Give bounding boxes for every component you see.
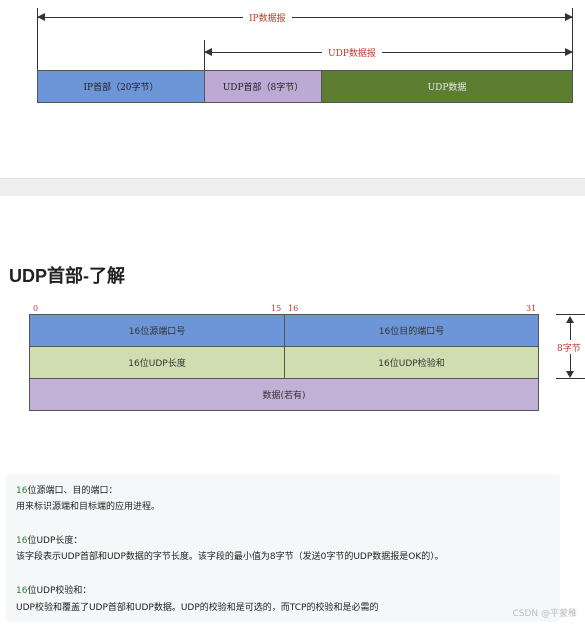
note-3-text: UDP校验和覆盖了UDP首部和UDP数据。UDP的校验和是可选的，而TCP的校验…	[16, 603, 379, 613]
csdn-watermark: CSDN @平蒙稚	[512, 609, 577, 619]
size-arrow-upper	[570, 318, 571, 340]
udp-checksum-cell: 16位UDP检验和	[284, 346, 539, 379]
data-label: 数据(若有)	[262, 391, 306, 401]
size-label: 8字节	[557, 344, 581, 354]
source-port-label: 16位源端口号	[128, 327, 186, 337]
note-2-text: 该字段表示UDP首部和UDP数据的字节长度。该字段的最小值为8字节（发送0字节的…	[16, 552, 444, 562]
udp-header-label: UDP首部（8字节）	[222, 83, 304, 93]
ip-header-segment: IP首部（20字节）	[37, 70, 205, 103]
section-divider	[0, 178, 585, 196]
ip-left-tick	[37, 8, 38, 70]
note-3-heading: 位UDP校验和：	[27, 586, 92, 596]
arrow-left-icon	[204, 48, 212, 56]
arrow-up-icon	[566, 316, 574, 323]
note-3-number: 16	[16, 586, 28, 596]
arrow-down-icon	[566, 371, 574, 378]
note-1-number: 16	[16, 486, 28, 496]
note-1-text: 用来标识源端和目标端的应用进程。	[16, 502, 161, 512]
dest-port-label: 16位目的端口号	[378, 327, 445, 337]
udp-length-label: 16位UDP长度	[128, 359, 186, 369]
note-2-heading: 位UDP长度：	[27, 536, 83, 546]
ip-datagram-label: IP数据报	[243, 11, 292, 24]
arrow-right-icon	[565, 48, 573, 56]
bit-label-0: 0	[33, 304, 39, 313]
udp-checksum-label: 16位UDP检验和	[378, 359, 445, 369]
bit-label-15: 15	[271, 304, 282, 313]
arrow-right-icon	[565, 13, 573, 21]
section-title: UDP首部-了解	[9, 266, 125, 286]
data-cell: 数据(若有)	[29, 378, 539, 411]
udp-data-label: UDP数据	[427, 83, 467, 93]
note-2-number: 16	[16, 536, 28, 546]
arrow-left-icon	[37, 13, 45, 21]
note-1-heading: 位源端口、目的端口：	[27, 486, 118, 496]
note-2-title: 16位UDP长度：	[16, 533, 82, 546]
ip-datagram-arrow	[37, 17, 573, 18]
ip-right-tick	[572, 8, 573, 70]
udp-length-cell: 16位UDP长度	[29, 346, 285, 379]
ip-header-label: IP首部（20字节）	[83, 83, 159, 93]
notes-box	[6, 474, 560, 622]
note-3-title: 16位UDP校验和：	[16, 583, 91, 596]
note-1-title: 16位源端口、目的端口：	[16, 483, 117, 496]
size-bottom-tick	[556, 378, 585, 379]
source-port-cell: 16位源端口号	[29, 314, 285, 347]
udp-data-segment: UDP数据	[321, 70, 573, 103]
size-top-tick	[556, 314, 585, 315]
dest-port-cell: 16位目的端口号	[284, 314, 539, 347]
bit-label-16: 16	[288, 304, 299, 313]
udp-datagram-arrow	[204, 52, 573, 53]
size-arrow-lower	[570, 354, 571, 376]
bit-label-31: 31	[526, 304, 537, 313]
udp-datagram-label: UDP数据报	[322, 46, 382, 59]
udp-header-segment: UDP首部（8字节）	[204, 70, 322, 103]
